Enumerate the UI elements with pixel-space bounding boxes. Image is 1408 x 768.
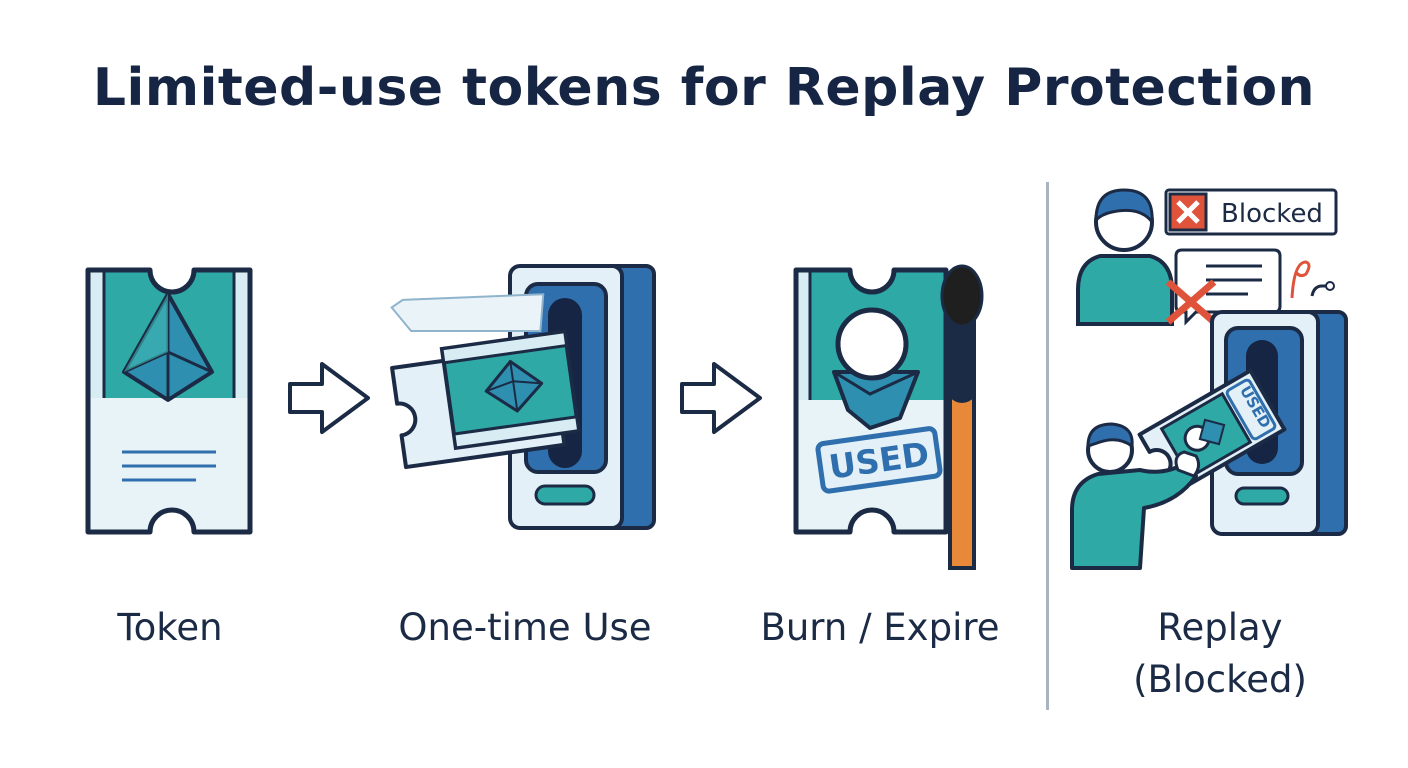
token-ticket-icon [85,267,253,535]
step-label-replay: Replay [1157,606,1283,649]
burned-ticket-icon [793,267,949,535]
match-icon [940,264,984,570]
user-avatar-icon [1076,188,1174,326]
step-label-burn-expire: Burn / Expire [760,606,1000,649]
red-x-icon [1165,279,1217,325]
arrow-right-icon [288,362,370,434]
blocked-badge: Blocked [1164,188,1338,236]
page-title: Limited-use tokens for Replay Protection [92,58,1316,118]
burn-hole-icon [835,307,909,381]
signal-icon [1290,260,1335,299]
arrow-right-icon [680,362,762,434]
close-icon [1176,200,1200,224]
used-stamp: USED [815,426,943,494]
step-label-blocked: (Blocked) [1133,658,1307,701]
section-divider [1046,182,1049,710]
message-bubble-icon [1174,248,1282,326]
inserted-ticket-icon [390,293,581,470]
crystal-icon [122,292,214,402]
step-label-token: Token [117,606,223,649]
svg-text:Blocked: Blocked [1221,199,1323,229]
person-holding-ticket-icon [1070,422,1201,570]
step-label-one-time-use: One-time Use [398,606,652,649]
